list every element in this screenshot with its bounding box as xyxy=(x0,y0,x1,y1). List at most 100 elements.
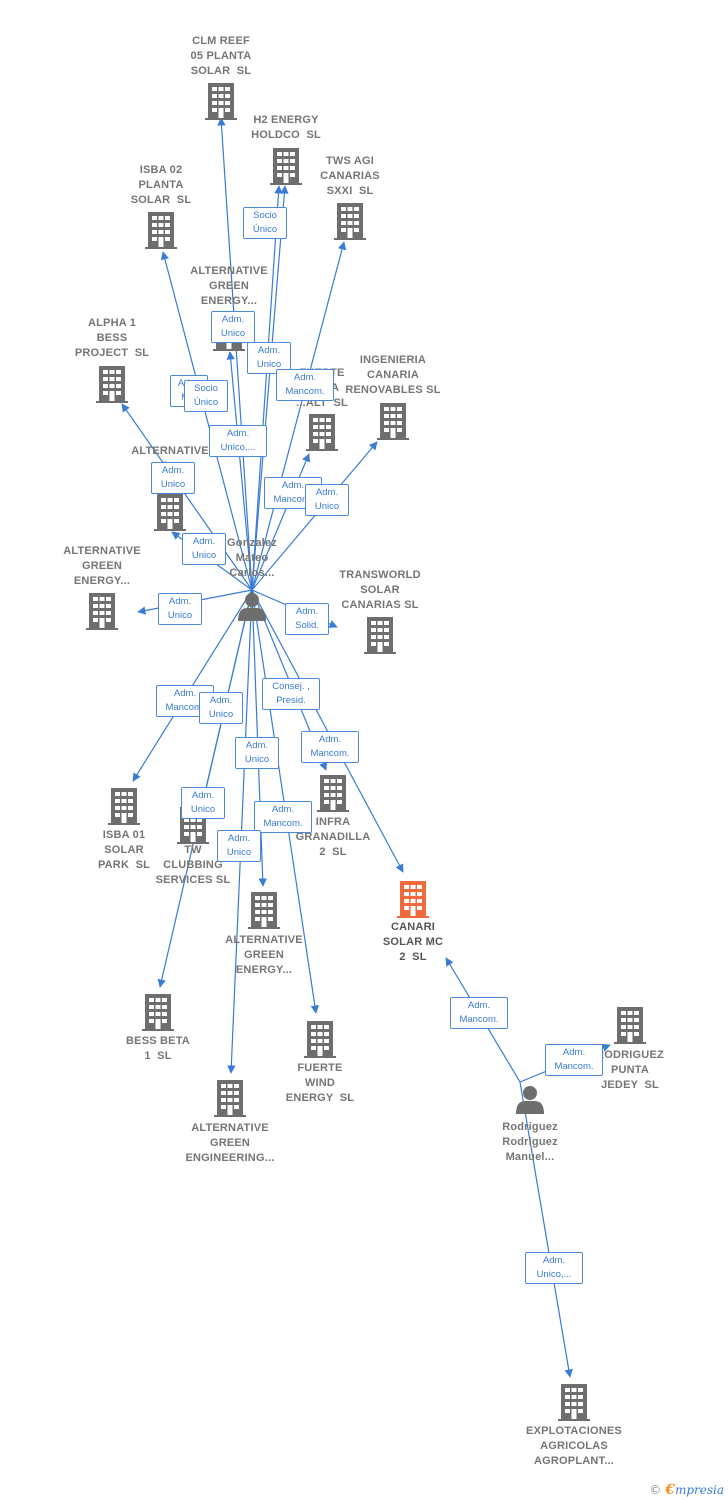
role-badge-line: Unico xyxy=(226,847,252,858)
node-label-line: TW xyxy=(184,844,202,856)
role-badge-line: Unico xyxy=(160,479,186,490)
building-icon-age3[interactable] xyxy=(86,593,118,630)
building-icon-tws[interactable] xyxy=(334,203,366,240)
node-label-line: Rodriguez xyxy=(502,1121,558,1133)
role-badge-b-adm-unico-8: Adm.Unico xyxy=(235,737,279,769)
node-label-line: CLM REEF xyxy=(192,35,250,47)
node-label-line: ISBA 01 xyxy=(102,829,146,841)
node-label-line: ALTERNATIVE xyxy=(63,545,141,557)
node-label-line: ENERGY SL xyxy=(285,1092,355,1104)
node-label-line: GREEN xyxy=(243,949,285,961)
edge-gonzalez-to-age1 xyxy=(226,351,253,591)
role-badge-line: Unico xyxy=(220,328,246,339)
edge-gonzalez-to-clm xyxy=(217,117,253,591)
building-icon-canari[interactable] xyxy=(397,881,429,918)
role-badge-line: Unico xyxy=(256,359,282,370)
building-icon-fuerte1[interactable] xyxy=(306,414,338,451)
role-badge-line: Mancom. xyxy=(165,702,205,713)
person-icon-rodriguez[interactable] xyxy=(516,1086,544,1114)
role-badge-line: Unico xyxy=(208,709,234,720)
node-label-line: 2 SL xyxy=(319,846,347,858)
role-badge-b-adm-mancom-6: Adm.Mancom. xyxy=(450,997,508,1029)
node-label-line: AGRICOLAS xyxy=(540,1440,608,1452)
role-badge-line: Socio xyxy=(253,210,277,221)
role-badge-line: Presid. xyxy=(276,695,306,706)
node-label-line: FUERTE xyxy=(297,1062,343,1074)
empresia-logo-e: € xyxy=(665,1482,675,1498)
role-badge-b-consej: Consej. ,Presid. xyxy=(262,678,320,710)
node-label-line: SOLAR SL xyxy=(190,65,252,77)
node-label-line: PROJECT SL xyxy=(74,347,150,359)
node-label-line: TRANSWORLD xyxy=(339,569,421,581)
building-icon-explot[interactable] xyxy=(558,1384,590,1421)
building-icon-fuertewind[interactable] xyxy=(304,1021,336,1058)
node-label-line: PLANTA xyxy=(138,179,184,191)
node-label-line: CLUBBING xyxy=(163,859,223,871)
role-badge-line: Unico,... xyxy=(536,1269,572,1280)
copyright-footer[interactable]: ©€mpresia xyxy=(649,1482,724,1498)
building-icon-alpha[interactable] xyxy=(96,366,128,403)
node-label-line: EXPLOTACIONES xyxy=(526,1425,622,1437)
building-icon-agen[interactable] xyxy=(214,1080,246,1117)
building-icon-isba01[interactable] xyxy=(108,788,140,825)
role-badge-line: Adm. xyxy=(173,688,197,699)
edge-rodriguez-to-explot xyxy=(519,1081,573,1378)
building-icon-transworld[interactable] xyxy=(364,617,396,654)
node-label-line: ENGINEERING... xyxy=(185,1152,275,1164)
node-label-line: CANARIAS xyxy=(320,170,380,182)
role-badge-line: Unico xyxy=(314,501,340,512)
role-badge-line: Mancom. xyxy=(273,494,313,505)
role-badge-line: Único xyxy=(252,224,278,235)
empresia-logo-text: mpresia xyxy=(674,1483,724,1497)
role-badge-line: Único xyxy=(193,397,219,408)
role-badge-line: Adm. xyxy=(293,372,317,383)
building-icon-bess[interactable] xyxy=(142,994,174,1031)
building-icon-infra[interactable] xyxy=(317,775,349,812)
building-icon-age2[interactable] xyxy=(154,494,186,531)
building-icon-age4[interactable] xyxy=(248,892,280,929)
role-badge-line: Unico xyxy=(167,610,193,621)
building-icon-rodpunta[interactable] xyxy=(614,1007,646,1044)
copyright-symbol: © xyxy=(649,1483,662,1497)
role-badge-line: Adm. xyxy=(161,465,185,476)
role-badge-line: Adm. xyxy=(257,345,281,356)
role-badge-line: Adm. xyxy=(315,487,339,498)
node-label-line: SOLAR MC xyxy=(382,936,444,948)
node-label-line: Manuel... xyxy=(505,1151,555,1163)
node-label-line: Mateo xyxy=(235,552,269,564)
node-label-line: HOLDCO SL xyxy=(251,129,321,141)
building-icon-isba02[interactable] xyxy=(145,212,177,249)
node-label-line: CANARIA xyxy=(366,369,420,381)
node-label-line: ISBA 02 xyxy=(139,164,183,176)
node-label-line: ALTERNATIVE xyxy=(190,265,268,277)
edge-gonzalez-to-isba02 xyxy=(160,251,253,591)
role-badge-line: Mancom. xyxy=(459,1014,499,1025)
role-badge-line: Adm. xyxy=(191,790,215,801)
person-icon-gonzalez[interactable] xyxy=(238,593,266,621)
role-badge-line: Mancom. xyxy=(310,748,350,759)
node-label-line: ENERGY... xyxy=(235,964,293,976)
node-label-line: ALTERNATIVE xyxy=(131,445,209,457)
